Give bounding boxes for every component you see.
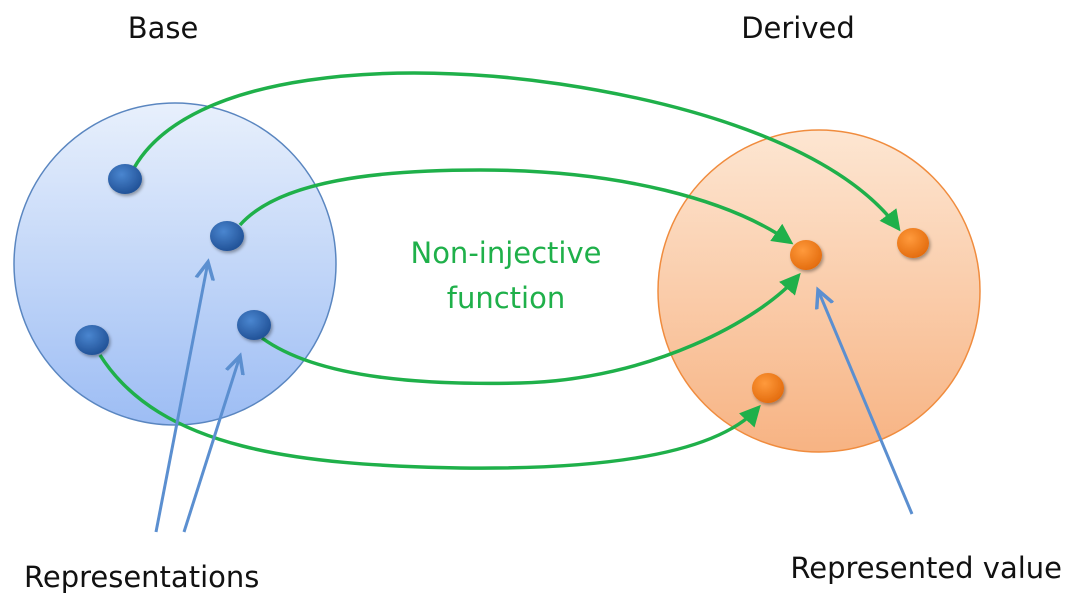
- mapping-arrow-2: [238, 168, 794, 245]
- base-element-dot: [108, 164, 142, 194]
- base-set-circle: [13, 102, 337, 426]
- base-element-dot: [210, 221, 244, 251]
- represented-value-label: Represented value: [790, 551, 1062, 585]
- pointer-arrow-representation-2: [182, 356, 240, 533]
- derived-set-label: Derived: [741, 11, 855, 45]
- mapping-arrow-1: [132, 71, 901, 232]
- derived-element-dot: [752, 373, 784, 403]
- base-element-dot: [75, 325, 109, 355]
- mapping-arrow-4: [98, 354, 761, 470]
- function-label-line2: function: [447, 281, 565, 315]
- function-label-line1: Non-injective: [411, 236, 602, 270]
- derived-element-dot: [790, 240, 822, 270]
- derived-element-dot: [897, 228, 929, 258]
- pointer-arrow-represented-value: [818, 290, 914, 515]
- mapping-arrow-3: [260, 272, 801, 386]
- base-element-dot: [237, 310, 271, 340]
- base-set-label: Base: [128, 11, 199, 45]
- representations-label: Representations: [24, 560, 259, 594]
- pointer-arrow-representation-1: [154, 262, 208, 533]
